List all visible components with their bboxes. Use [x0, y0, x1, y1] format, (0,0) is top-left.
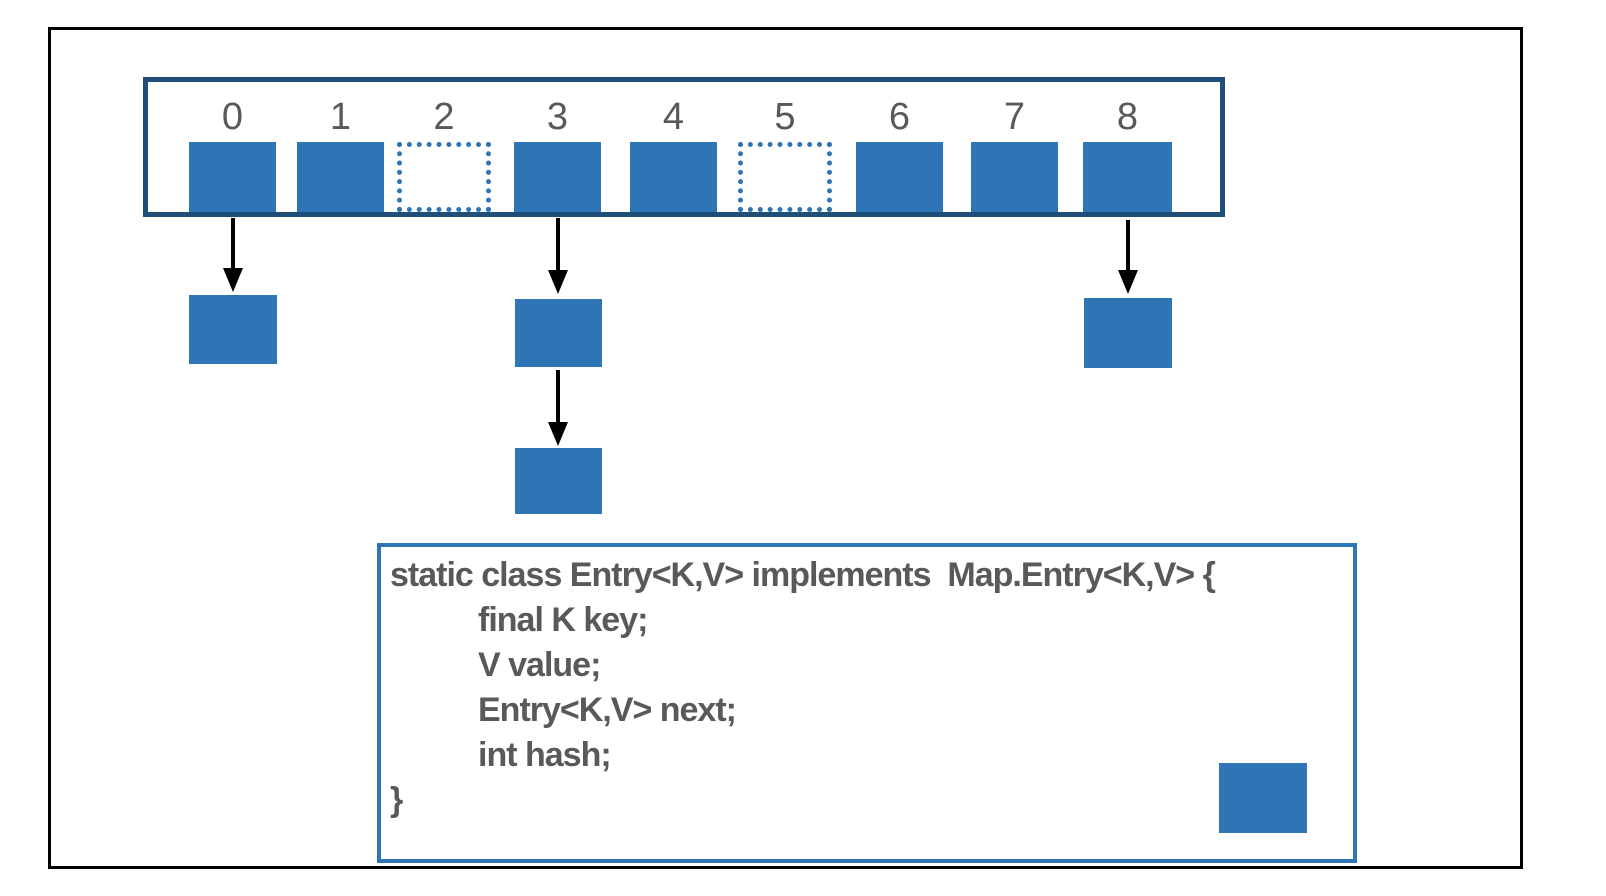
bucket-index-label: 6: [888, 96, 911, 138]
bucket-slot-5: 5: [738, 82, 832, 212]
bucket-slot-3: 3: [514, 82, 601, 212]
bucket-index-label: 1: [329, 96, 352, 138]
bucket-slot-7: 7: [971, 82, 1058, 212]
code-line: V value;: [478, 646, 601, 684]
bucket-index-label: 2: [433, 96, 455, 138]
bucket-index-label: 3: [546, 96, 569, 138]
bucket-entry-square: [514, 142, 601, 212]
bucket-slot-1: 1: [297, 82, 384, 212]
bucket-slot-6: 6: [856, 82, 943, 212]
bucket-slot-2: 2: [397, 82, 491, 212]
bucket-index-label: 0: [221, 96, 244, 138]
bucket-slot-0: 0: [189, 82, 276, 212]
bucket-index-label: 7: [1003, 96, 1026, 138]
bucket-entry-square: [856, 142, 943, 212]
empty-bucket-square: [397, 142, 491, 212]
chain-entry-square-bucket8: [1084, 298, 1172, 368]
bucket-entry-square: [630, 142, 717, 212]
bucket-entry-square: [971, 142, 1058, 212]
bucket-entry-square: [189, 142, 276, 212]
bucket-entry-square: [297, 142, 384, 212]
bucket-entry-square: [1083, 142, 1172, 212]
bucket-slot-8: 8: [1083, 82, 1172, 212]
bucket-index-label: 4: [662, 96, 685, 138]
bucket-index-label: 8: [1116, 96, 1139, 138]
code-line: final K key;: [478, 601, 648, 639]
code-line: }: [390, 781, 403, 819]
chain-entry-square-bucket3: [515, 299, 602, 367]
bucket-slot-4: 4: [630, 82, 717, 212]
code-line: int hash;: [478, 736, 612, 774]
empty-bucket-square: [738, 142, 832, 212]
entry-class-code-box: static class Entry<K,V> implements Map.E…: [377, 543, 1357, 863]
slide-frame: 0 1 2 3 4 5 6 7: [48, 27, 1523, 869]
bucket-index-label: 5: [774, 96, 796, 138]
entry-node-square: [1219, 763, 1307, 833]
bucket-array-box: 0 1 2 3 4 5 6 7: [143, 77, 1225, 217]
code-line: Entry<K,V> next;: [478, 691, 737, 729]
chain-entry-square-bucket0: [189, 295, 277, 364]
code-line: static class Entry<K,V> implements Map.E…: [390, 556, 1216, 594]
chain-entry-square-bucket3-next: [515, 448, 602, 514]
